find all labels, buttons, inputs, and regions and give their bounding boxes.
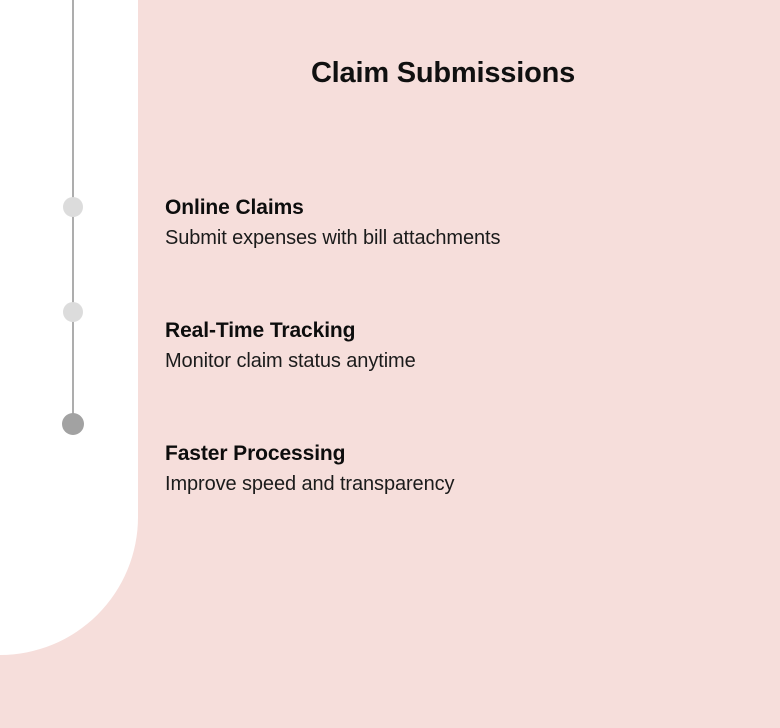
feature-item-online-claims[interactable]: Online Claims Submit expenses with bill … [165, 193, 765, 254]
feature-description: Improve speed and transparency [165, 473, 455, 495]
feature-list: Online Claims Submit expenses with bill … [165, 193, 765, 500]
content-area: Claim Submissions Online Claims Submit e… [138, 0, 780, 728]
page-title: Claim Submissions [310, 57, 576, 89]
feature-item-real-time-tracking[interactable]: Real-Time Tracking Monitor claim status … [165, 316, 765, 377]
feature-item-faster-processing[interactable]: Faster Processing Improve speed and tran… [165, 439, 765, 500]
feature-title: Online Claims [165, 196, 304, 219]
timeline-dot-2[interactable] [63, 302, 83, 322]
timeline-dot-1[interactable] [63, 197, 83, 217]
feature-title: Faster Processing [165, 442, 346, 465]
left-white-panel [0, 0, 138, 655]
feature-description: Monitor claim status anytime [165, 350, 416, 372]
feature-description: Submit expenses with bill attachments [165, 227, 501, 249]
feature-title: Real-Time Tracking [165, 319, 356, 342]
timeline-dot-3[interactable] [62, 413, 84, 435]
